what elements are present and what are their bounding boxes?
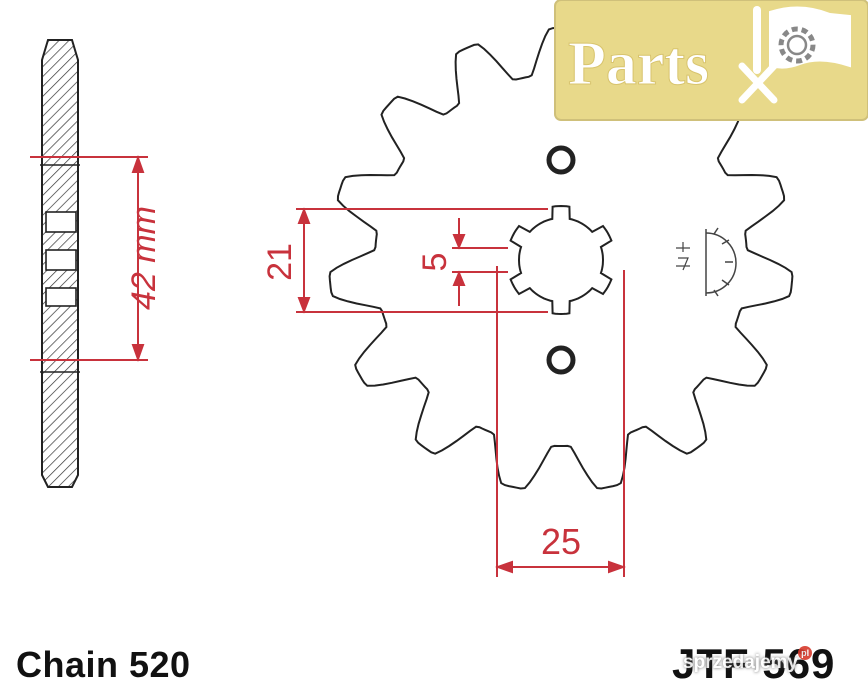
rotation-symbol-icon	[676, 227, 737, 297]
parts-logo: Parts	[554, 0, 868, 121]
watermark-text: sprzedajemy	[683, 652, 799, 673]
hub-window-2	[45, 249, 77, 271]
mount-hole-top	[546, 145, 576, 175]
spline-outer-label: 21	[261, 243, 299, 281]
hub-width-label: 42 mm	[125, 206, 163, 310]
hub-window-3	[45, 287, 77, 307]
side-profile	[40, 39, 80, 488]
logo-text: Parts	[568, 30, 709, 98]
spline-inner-label: 5	[416, 253, 454, 272]
bore-label: 25	[541, 521, 581, 562]
chain-label: Chain 520	[16, 644, 191, 685]
mount-hole-bottom	[546, 345, 576, 375]
hub-width-dimension	[30, 155, 148, 362]
gear-icon	[778, 26, 816, 64]
spline-dimensions	[296, 207, 626, 577]
splined-bore	[509, 204, 613, 316]
watermark: sprzedajemy pl	[683, 646, 813, 674]
hub-window-1	[45, 211, 77, 233]
watermark-tld: pl	[798, 646, 813, 660]
wrench-cross-icon	[738, 62, 778, 104]
